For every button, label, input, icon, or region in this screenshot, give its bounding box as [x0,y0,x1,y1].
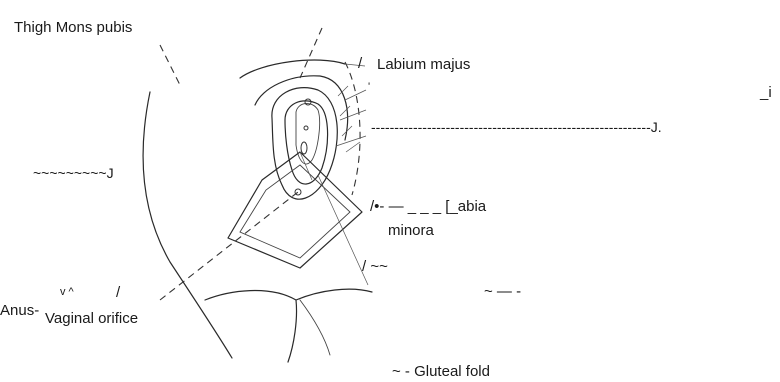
label-labia: /•- — _ _ _ [_abia [370,198,486,216]
buttock-curve-left [205,291,297,362]
gluteal-fold-line [300,300,330,355]
leader-mid-2 [340,110,366,120]
leader-mid-3 [336,136,366,146]
urethra-marker [304,126,308,130]
label-slash-tilde: / ~~ [362,258,388,276]
label-labium-majus: Labium majus [377,56,470,74]
labia-contour-3 [296,103,320,164]
label-vaginal-orifice: Vaginal orifice [45,310,138,328]
label-tilde-j: ~~~~~~~~~J [33,164,114,182]
label-tick: ' [368,78,370,96]
label-long-dash: ----------------------------------------… [371,118,780,136]
mons-dash-top [300,28,322,78]
label-minora: minora [388,222,434,240]
clitoris-marker [305,99,311,105]
label-fragment-i: _i [760,84,772,102]
labium-majus-outline [240,60,345,78]
label-slash-2: / [116,284,120,302]
leader-labia-minora [318,175,368,285]
hatch-4 [346,142,360,152]
leader-mid-1 [345,90,366,100]
perineum-inner [240,165,350,258]
thigh-outline [143,92,232,358]
buttock-curve-right [296,289,372,300]
leader-vagina [300,152,312,180]
label-anus: Anus- [0,302,39,320]
vaginal-opening-marker [301,142,307,154]
hatch-2 [340,106,350,116]
perineum-diamond [228,152,362,268]
label-gluteal-fold: ~ - Gluteal fold [392,363,490,381]
label-thigh-mons: Thigh Mons pubis [14,19,132,37]
label-slash-1: / [358,55,362,73]
anus-leader [160,192,298,300]
label-tilde-dash: ~ — - [484,283,521,301]
mons-dash-left [160,45,180,85]
label-v-caret: v ^ [60,283,74,301]
